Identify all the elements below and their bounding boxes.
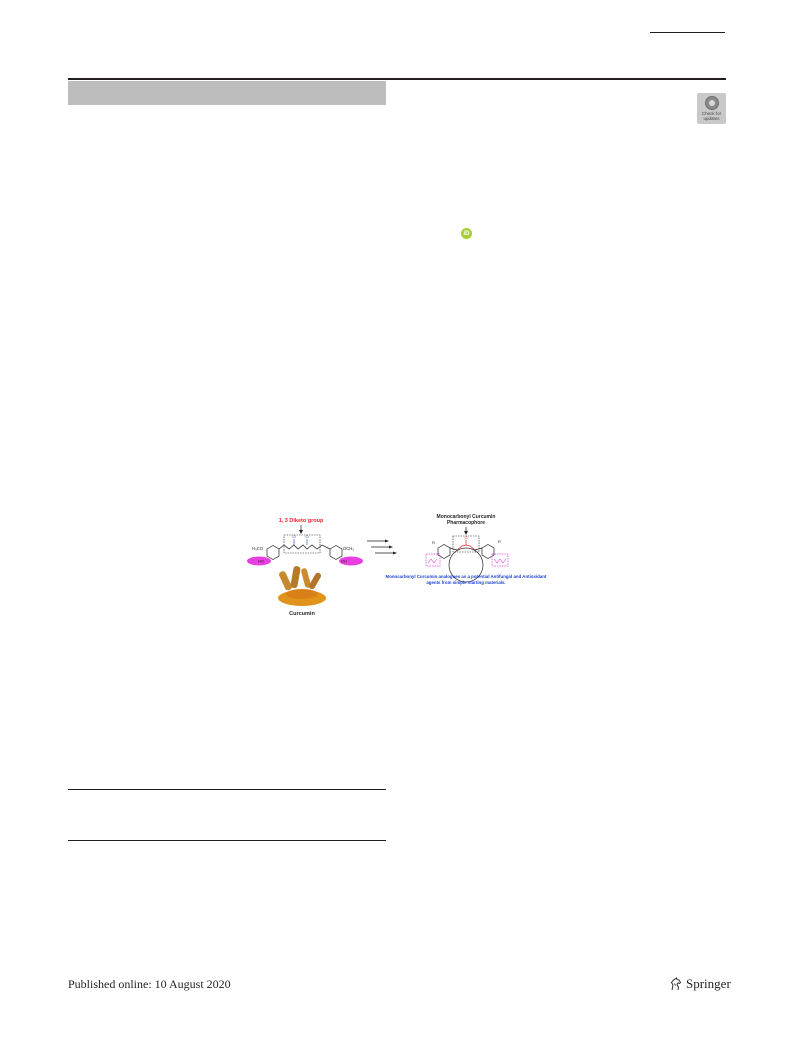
label-r-left: R <box>432 540 435 545</box>
carbonyl-o-1: O <box>292 534 295 539</box>
mono-right-substituent <box>493 558 507 564</box>
mono-carbonyl-box <box>452 535 480 553</box>
check-for-updates-label: Check for updates <box>701 111 722 121</box>
label-curcumin: Curcumin <box>289 611 315 617</box>
mono-right-link <box>474 547 483 551</box>
diketo-box <box>283 534 321 554</box>
header-rule <box>68 78 726 80</box>
label-ho: HO <box>258 559 264 564</box>
reaction-arrowheads <box>385 539 397 555</box>
curcumin-chain <box>278 544 331 550</box>
mono-ring <box>448 547 484 583</box>
published-date: Published online: 10 August 2020 <box>68 977 231 991</box>
right-benzene-ring <box>329 545 343 560</box>
figure-caption-line-2: agents from simple starting materials. <box>426 580 505 585</box>
springer-horse-icon <box>670 977 682 991</box>
reaction-arrows <box>367 540 393 554</box>
right-hydroxyl-oval <box>339 556 363 566</box>
label-mono-title-1: Monocarbonyl Curcumin <box>437 514 496 520</box>
label-och3: OCH₃ <box>343 546 354 551</box>
left-hydroxyl-oval <box>247 556 271 566</box>
check-for-updates-icon <box>704 96 719 110</box>
mono-left-substituent-box <box>425 553 441 567</box>
carbonyl-o-2: O <box>305 534 308 539</box>
left-benzene-ring <box>266 545 280 560</box>
graphical-abstract: 1, 3 Diketo group O O H₃CO OCH₃ HO OH Cu… <box>240 508 560 620</box>
mono-left-substituent <box>427 558 438 564</box>
label-mono-title-2: Pharmacophore <box>447 520 485 526</box>
mono-left-link <box>449 547 458 551</box>
turmeric-image <box>278 566 326 606</box>
mono-enone <box>456 544 476 551</box>
header-rule-short <box>650 32 725 33</box>
mono-arrowhead <box>464 531 468 535</box>
label-h3co: H₃CO <box>252 546 264 551</box>
check-for-updates-badge[interactable]: Check for updates <box>697 93 726 124</box>
mono-carbonyl-o: O <box>464 535 467 540</box>
label-oh: OH <box>341 559 347 564</box>
orcid-icon[interactable]: iD <box>461 228 472 239</box>
diketo-arrowhead <box>299 530 303 534</box>
label-r-right: R <box>498 539 501 544</box>
mono-right-substituent-box <box>491 553 509 567</box>
graphical-abstract-svg: 1, 3 Diketo group O O H₃CO OCH₃ HO OH Cu… <box>247 514 547 617</box>
figure-caption-line-1: Monocarbonyl Curcumin analogues as a pot… <box>386 574 547 579</box>
footnote-rule-1 <box>68 789 386 790</box>
label-13-diketo: 1, 3 Diketo group <box>279 518 324 524</box>
publisher-name: Springer <box>686 976 731 991</box>
publisher-logo: Springer <box>669 976 731 992</box>
mono-right-ring <box>481 544 495 559</box>
mono-left-ring <box>437 544 451 559</box>
article-type-band <box>68 81 386 105</box>
footnote-rule-2 <box>68 840 386 841</box>
